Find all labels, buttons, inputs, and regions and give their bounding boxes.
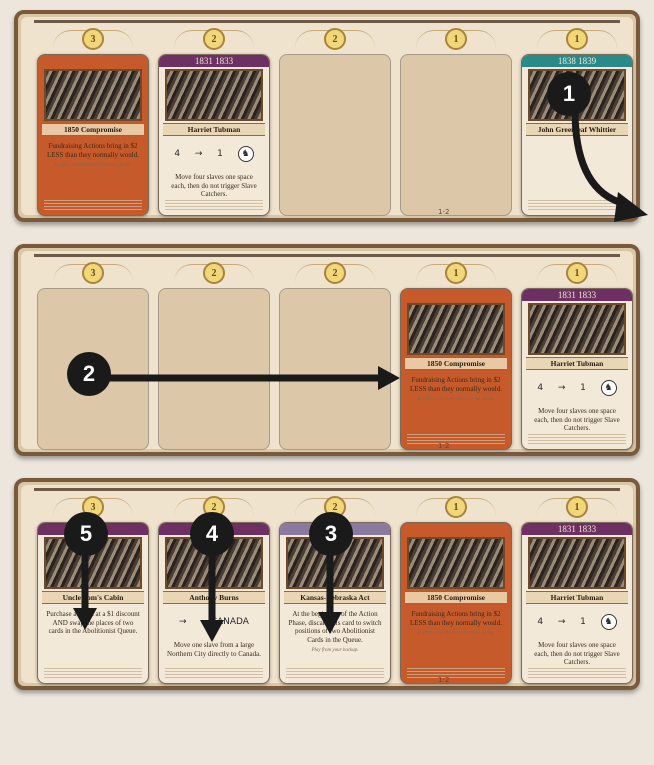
- arrow-2-head: [378, 366, 400, 390]
- arrow-5-head: [73, 608, 97, 630]
- step-marker-5: 5: [64, 512, 108, 556]
- step-marker-4: 4: [190, 512, 234, 556]
- arrow-4-head: [200, 620, 224, 642]
- arrow-3-head: [318, 612, 342, 634]
- arrow-1: [575, 110, 630, 205]
- arrow-1-head: [614, 192, 648, 222]
- step-marker-2: 2: [67, 352, 111, 396]
- step-marker-1: 1: [547, 72, 591, 116]
- step-marker-3: 3: [309, 512, 353, 556]
